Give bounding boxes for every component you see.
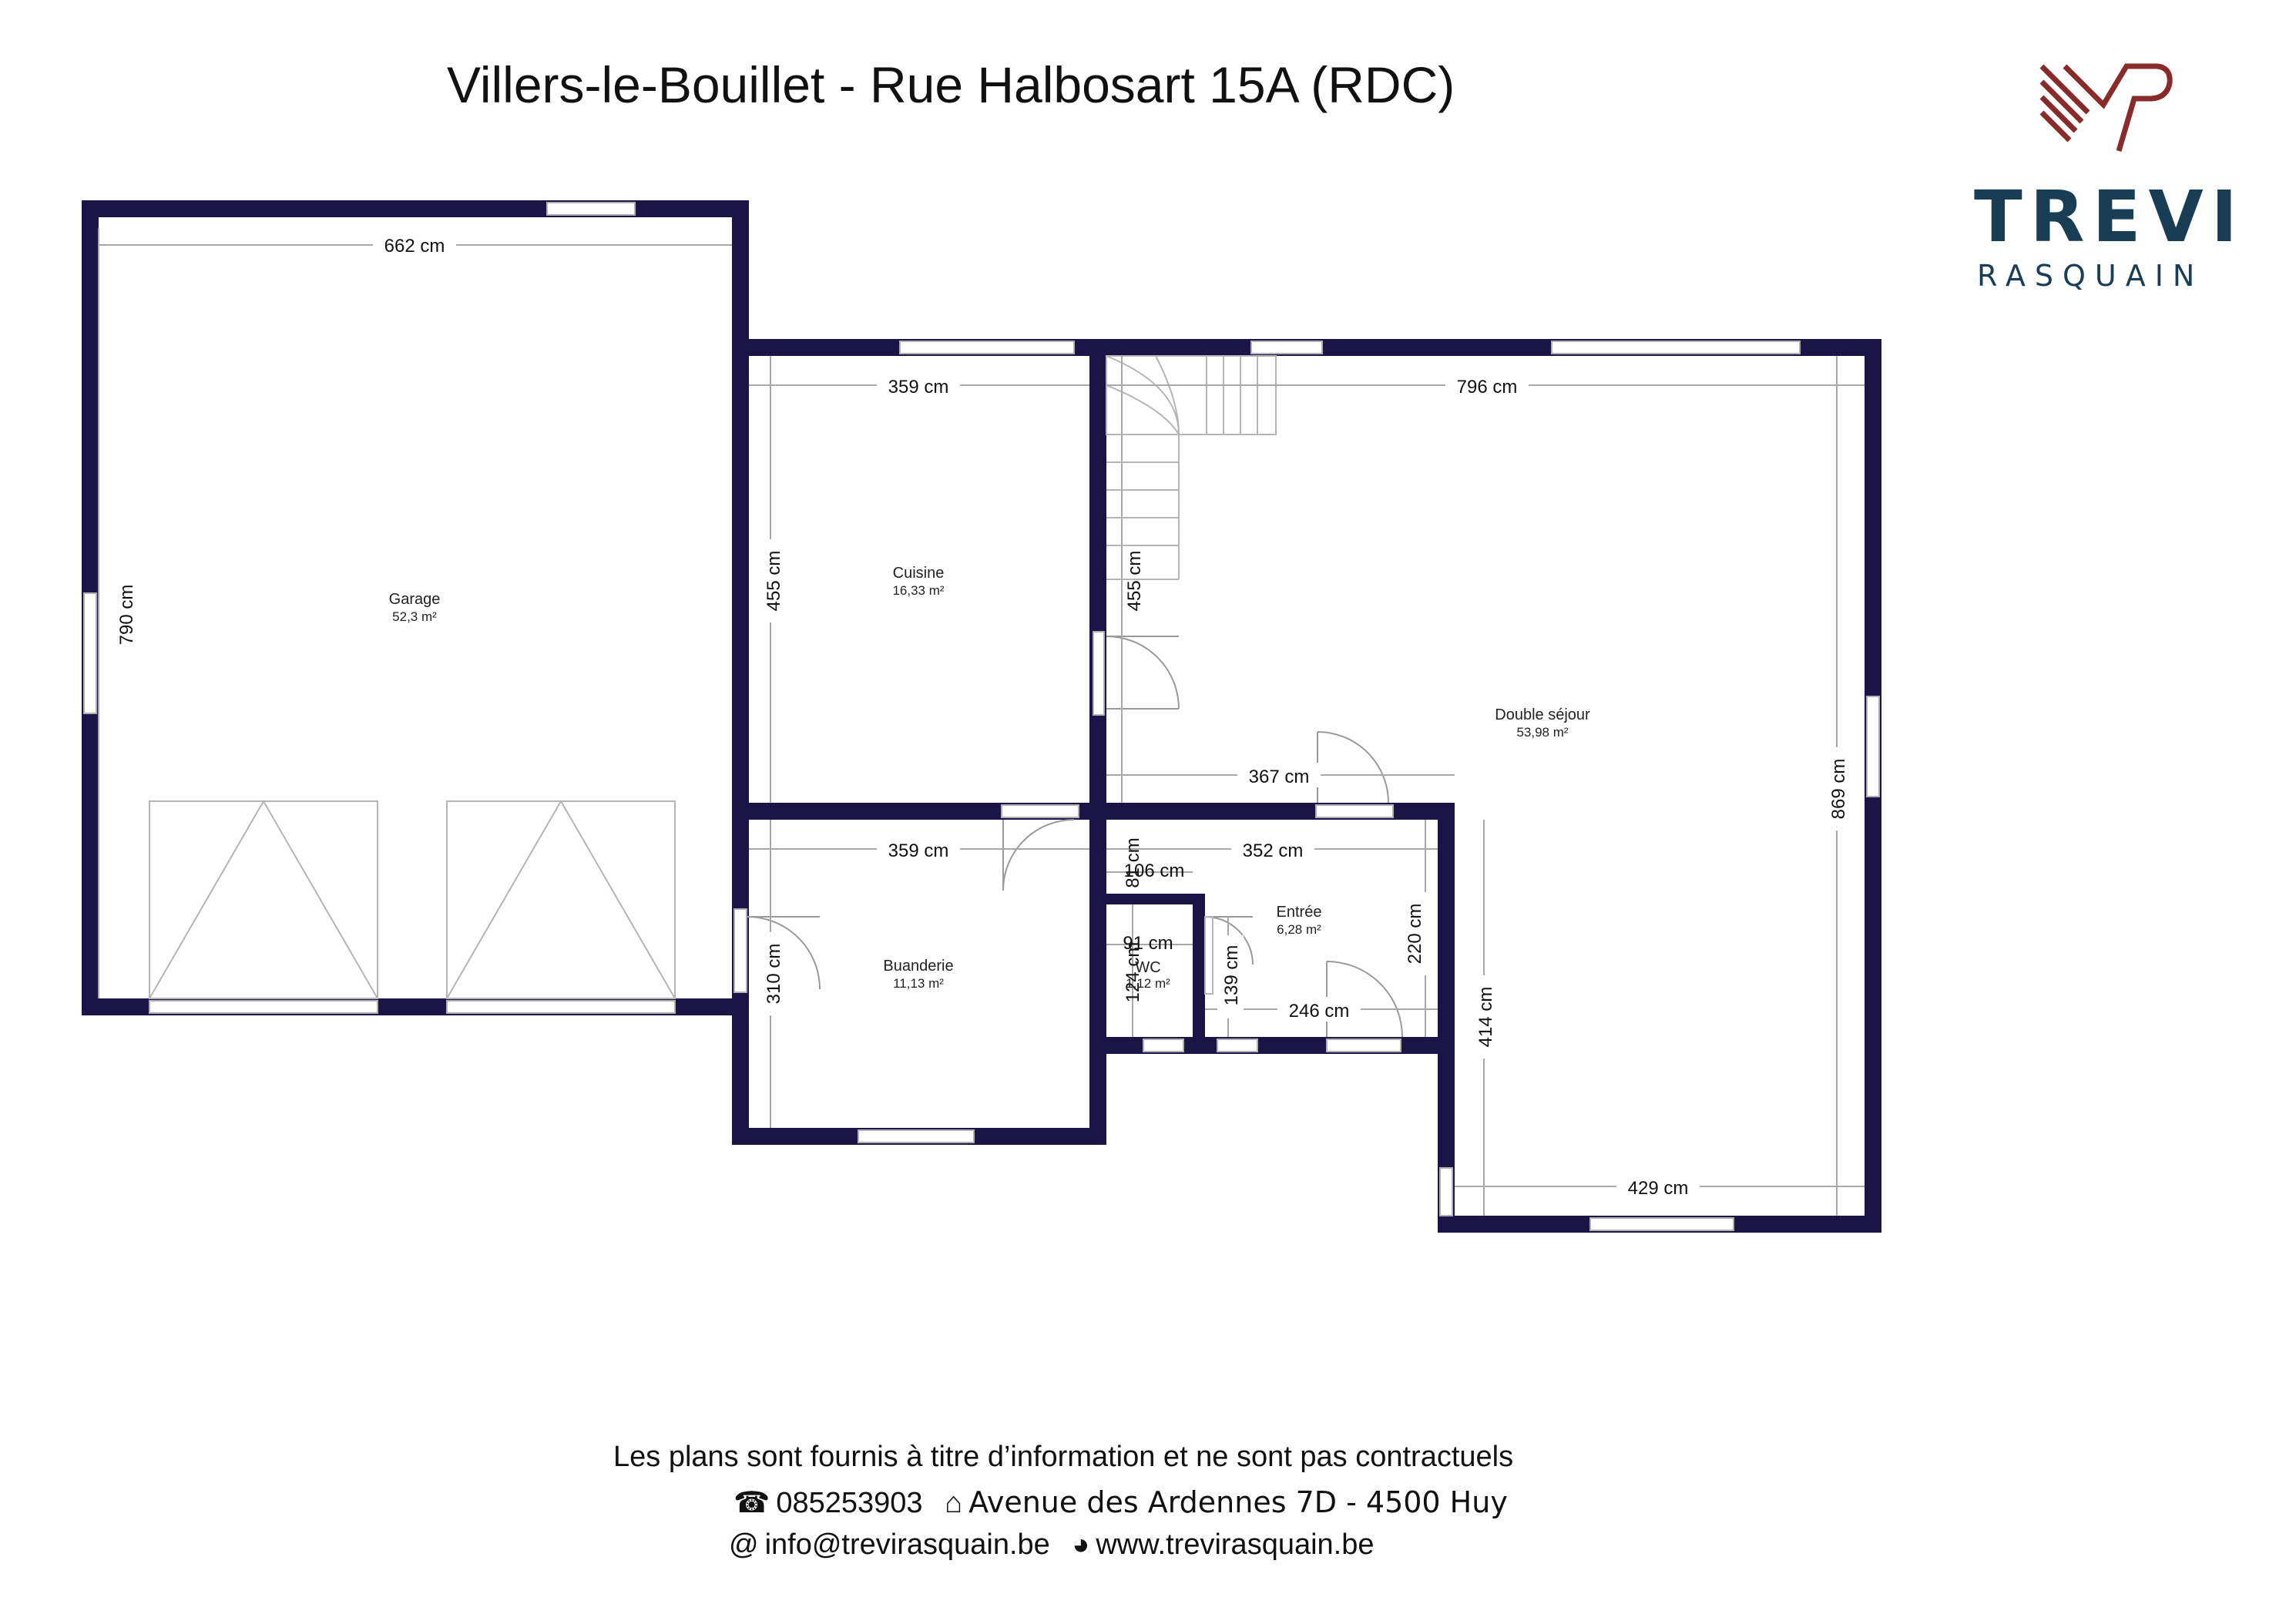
room-cuisine-area: 16,33 m² — [892, 583, 944, 598]
dim-garage-height: 790 cm — [116, 585, 137, 646]
walls — [82, 200, 1881, 1233]
dim-sejour-lower-height: 414 cm — [1475, 987, 1496, 1048]
dim-wc-width: 91 cm — [1123, 933, 1173, 954]
dim-wc-height: 124 cm — [1123, 942, 1143, 1003]
door-swings — [747, 636, 1403, 1038]
house-icon: ⌂ — [945, 1487, 963, 1519]
phone-icon: ☎ — [733, 1487, 770, 1519]
trevi-logo-mark-icon — [2039, 63, 2173, 152]
contact-email-web-row: @info@trevirasquain.be ◕www.trevirasquai… — [729, 1528, 1375, 1562]
page-title: Villers-le-Bouillet - Rue Halbosart 15A … — [447, 56, 1455, 113]
room-buanderie-name: Buanderie — [883, 958, 953, 975]
dim-closet-height: 139 cm — [1221, 945, 1242, 1006]
room-wc-name: WC — [1135, 959, 1160, 976]
dim-buanderie-height: 310 cm — [764, 944, 784, 1005]
dim-entree-bottom-width: 246 cm — [1289, 1001, 1350, 1022]
globe-icon: ◕ — [1072, 1528, 1090, 1561]
dim-sejour-height: 869 cm — [1828, 759, 1849, 820]
dim-buanderie-width: 359 cm — [888, 841, 949, 861]
room-sejour-area: 53,98 m² — [1516, 725, 1568, 740]
dim-cuisine-width: 359 cm — [888, 377, 949, 398]
dim-entree-height: 220 cm — [1405, 904, 1425, 965]
contact-address: Avenue des Ardennes 7D - 4500 Huy — [968, 1485, 1508, 1519]
logo-subname: RASQUAIN — [1977, 259, 2204, 293]
dim-cuisine-height: 455 cm — [764, 551, 784, 612]
room-entree-name: Entrée — [1277, 904, 1322, 921]
room-garage-area: 52,3 m² — [392, 609, 437, 624]
room-buanderie-area: 11,13 m² — [893, 976, 944, 991]
dim-stair-height: 455 cm — [1124, 551, 1145, 612]
contact-website[interactable]: www.trevirasquain.be — [1096, 1528, 1375, 1561]
dim-entree-width: 352 cm — [1243, 841, 1304, 861]
contact-email[interactable]: info@trevirasquain.be — [764, 1528, 1050, 1561]
room-cuisine-name: Cuisine — [893, 565, 945, 582]
at-icon: @ — [729, 1528, 759, 1561]
dim-sejour-width: 796 cm — [1457, 377, 1518, 398]
disclaimer-text: Les plans sont fournis à titre d’informa… — [613, 1441, 1514, 1473]
contact-phone[interactable]: 085253903 — [776, 1487, 923, 1519]
garage-door-symbols — [149, 800, 676, 999]
room-labels: Garage 52,3 m² Cuisine 16,33 m² Double s… — [389, 565, 1590, 991]
contact-phone-address-row: ☎085253903 ⌂Avenue des Ardennes 7D - 450… — [733, 1485, 1508, 1520]
logo-name: TREVI — [1974, 176, 2245, 258]
windows — [83, 202, 1880, 1231]
dim-hall-width: 367 cm — [1249, 767, 1310, 787]
dimension-labels: 662 cm 790 cm 359 cm 455 cm 455 cm 796 c… — [112, 231, 1851, 1199]
room-garage-name: Garage — [389, 591, 441, 608]
dim-sejour-bottom-width: 429 cm — [1628, 1178, 1689, 1199]
dim-garage-width: 662 cm — [384, 236, 445, 257]
room-wc-area: 1,12 m² — [1126, 976, 1170, 991]
room-sejour-name: Double séjour — [1495, 706, 1590, 723]
dim-passage-height: 81 cm — [1123, 837, 1143, 887]
dim-passage-width: 106 cm — [1124, 861, 1185, 881]
room-entree-area: 6,28 m² — [1277, 922, 1321, 937]
staircase — [1106, 355, 1277, 580]
dimension-lines — [98, 228, 1865, 1216]
